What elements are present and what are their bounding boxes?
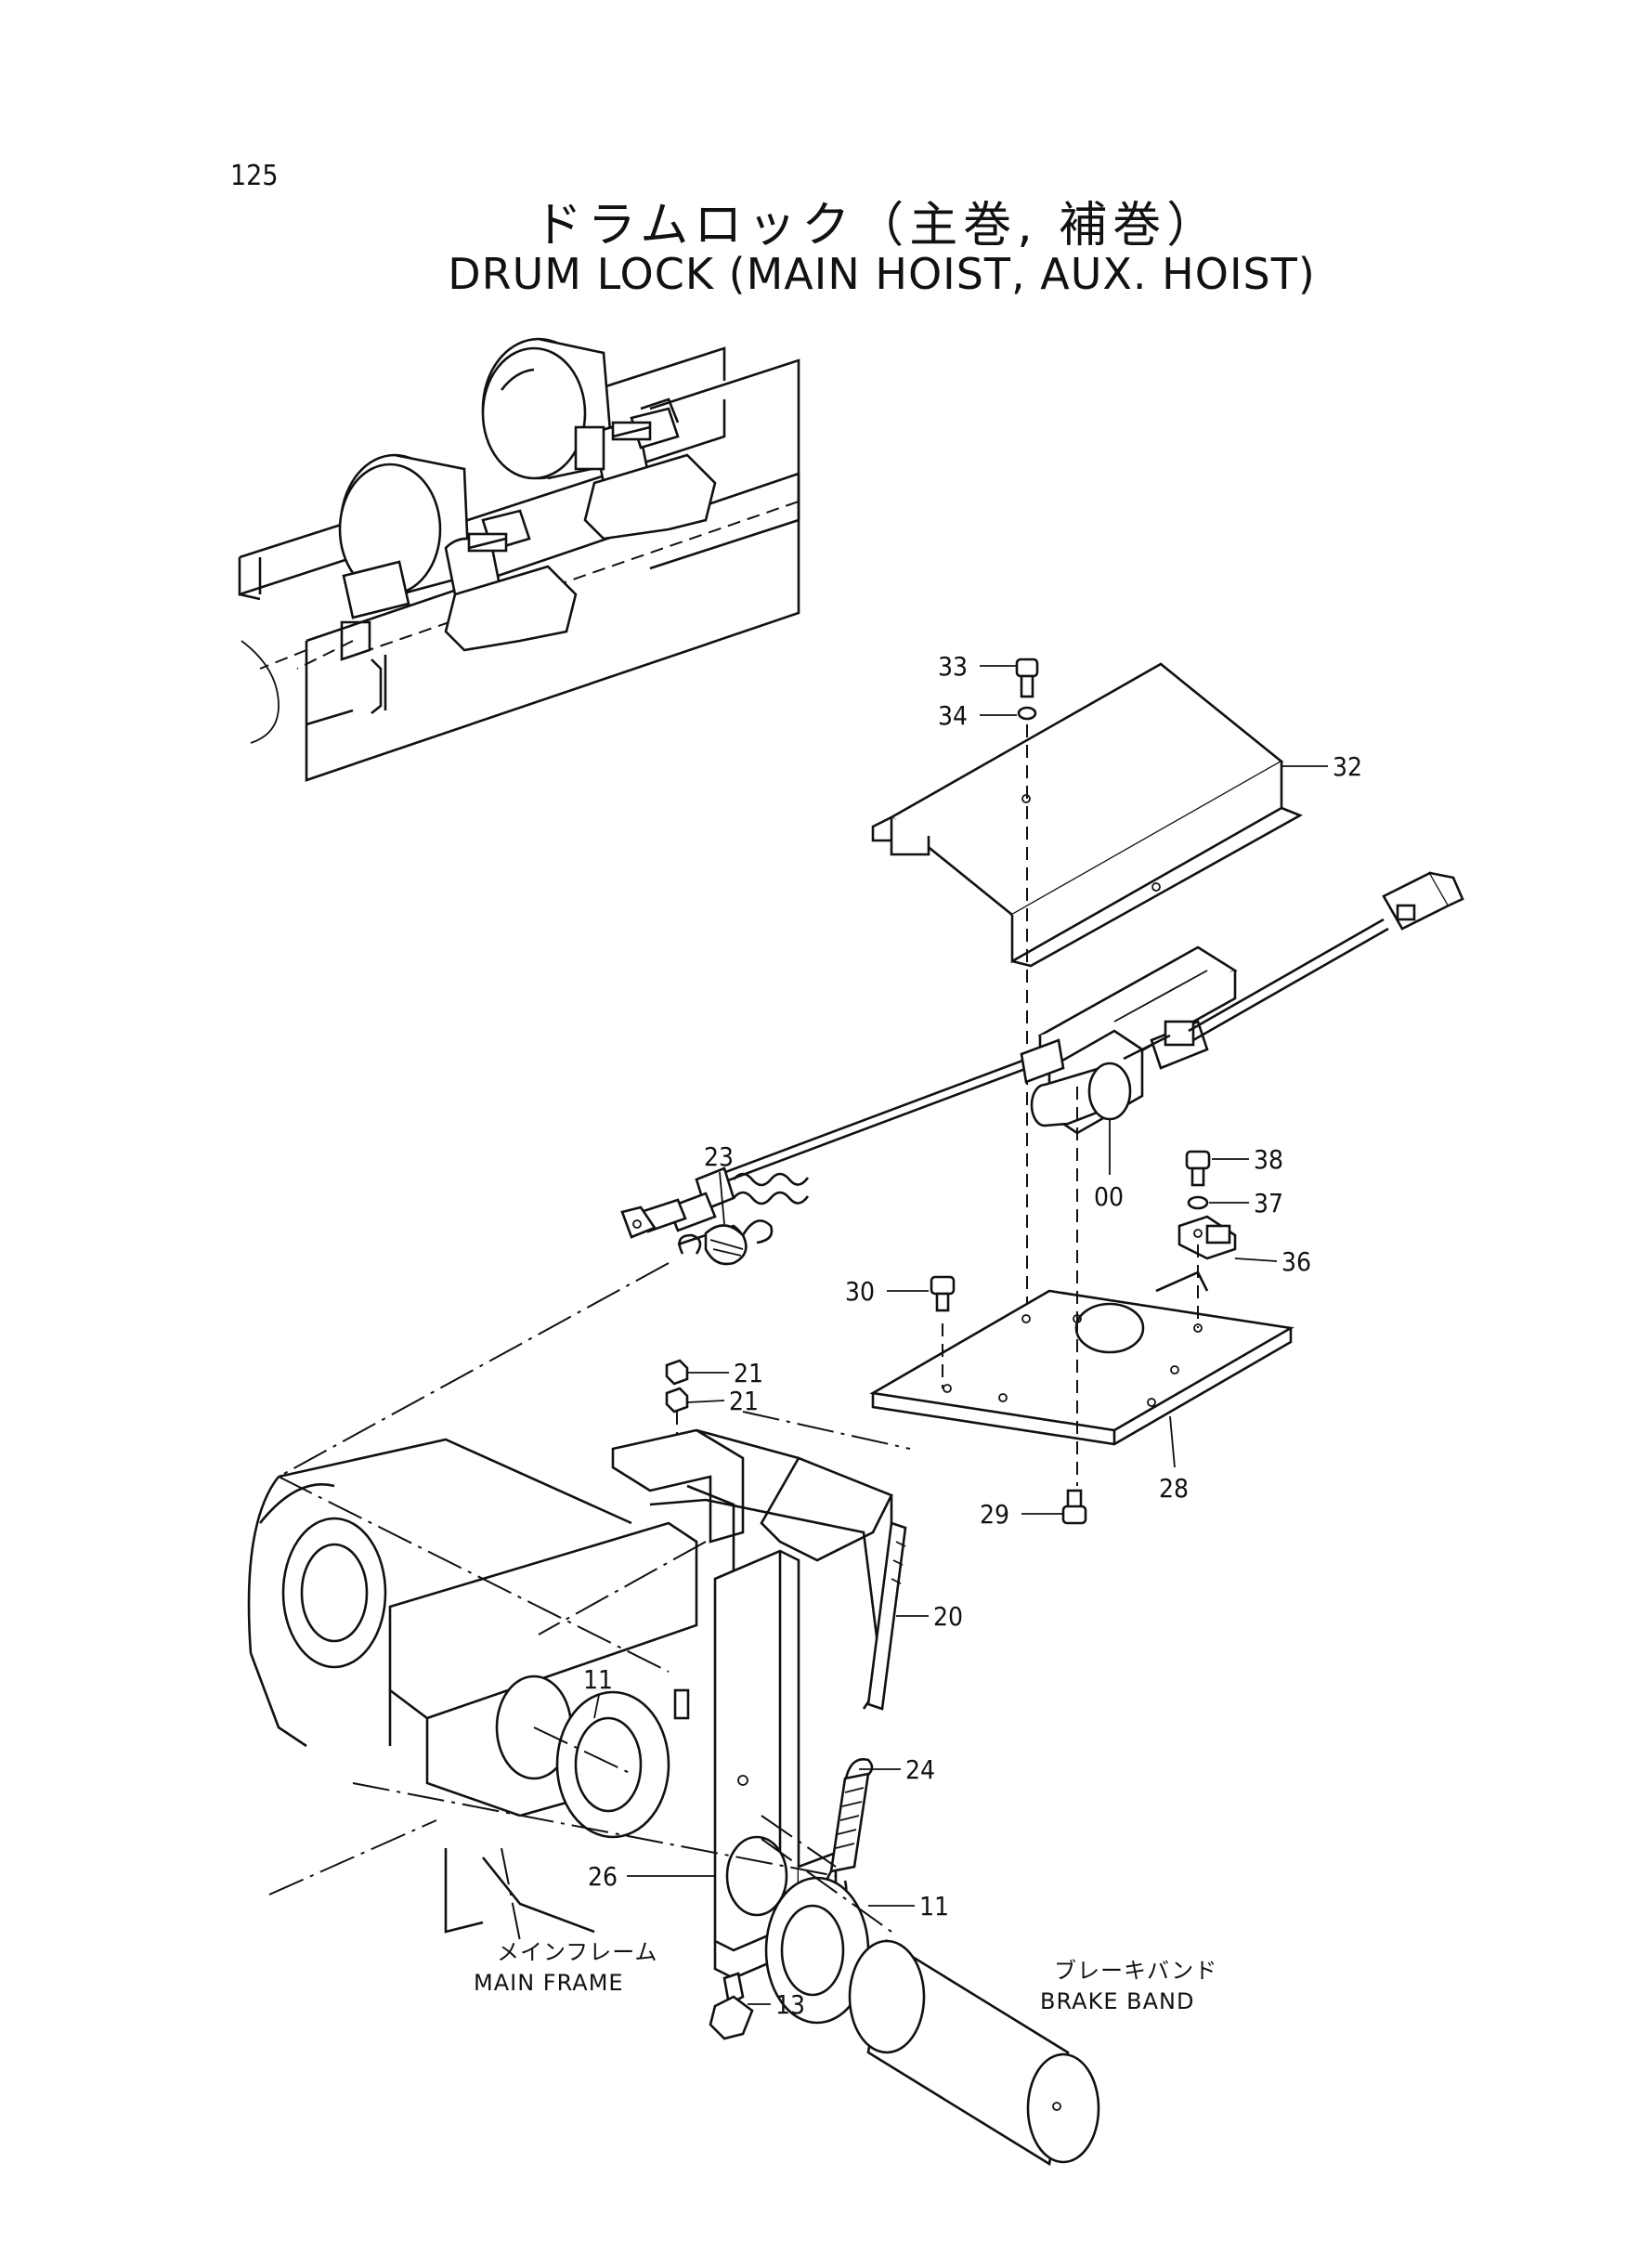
callout-23: 23 [704, 1141, 734, 1225]
svg-text:34: 34 [938, 700, 968, 731]
brake-band-label-jp: ブレーキバンド [1054, 1958, 1217, 1984]
svg-text:32: 32 [1333, 751, 1362, 782]
svg-text:36: 36 [1281, 1246, 1311, 1277]
brake-band-shaft [848, 1938, 1100, 2167]
callout-21a: 21 [687, 1358, 763, 1388]
svg-text:21: 21 [729, 1386, 759, 1416]
svg-text:23: 23 [704, 1141, 734, 1172]
callout-30: 30 [845, 1276, 929, 1307]
callout-32: 32 [1281, 751, 1362, 782]
bolt-part-30 [930, 1275, 956, 1312]
title-japanese: ドラムロック（主巻, 補巻） [533, 198, 1221, 254]
callout-11b: 11 [868, 1891, 949, 1922]
callout-38: 38 [1212, 1144, 1283, 1175]
control-cable [620, 1038, 1065, 1239]
svg-text:37: 37 [1254, 1188, 1283, 1218]
main-frame-label-jp: メインフレーム [497, 1939, 658, 1965]
spring-part-23 [677, 1219, 774, 1266]
callout-29: 29 [980, 1499, 1063, 1530]
svg-text:33: 33 [938, 651, 968, 682]
page-number: 125 [230, 160, 279, 192]
svg-text:38: 38 [1254, 1144, 1283, 1175]
bolt-part-38 [1185, 1150, 1211, 1187]
callout-36: 36 [1234, 1246, 1311, 1277]
main-frame-label-en: MAIN FRAME [474, 1970, 624, 1996]
bolt-part-33 [1015, 658, 1039, 721]
bolt-part-29 [1061, 1489, 1087, 1525]
svg-text:13: 13 [775, 1989, 805, 2020]
svg-text:11: 11 [919, 1891, 949, 1922]
callout-28: 28 [1159, 1415, 1189, 1504]
brake-band-label-en: BRAKE BAND [1040, 1988, 1194, 2014]
title-english: DRUM LOCK (MAIN HOIST, AUX. HOIST) [448, 249, 1316, 299]
callout-13: 13 [748, 1989, 805, 2020]
svg-text:21: 21 [734, 1358, 763, 1388]
callout-26: 26 [588, 1861, 715, 1892]
callout-21b: 21 [686, 1386, 759, 1416]
bracket-part-36 [1177, 1215, 1237, 1260]
callout-34: 34 [938, 700, 1017, 731]
svg-text:26: 26 [588, 1861, 618, 1892]
actuator-motor-part-00 [1030, 871, 1464, 1135]
base-plate-part-28 [869, 1270, 1294, 1446]
svg-text:00: 00 [1094, 1181, 1124, 1212]
svg-text:11: 11 [583, 1664, 613, 1695]
svg-text:28: 28 [1159, 1473, 1189, 1504]
cover-part-32 [871, 662, 1304, 968]
svg-text:24: 24 [905, 1754, 935, 1785]
callout-37: 37 [1209, 1188, 1283, 1218]
svg-text:29: 29 [980, 1499, 1009, 1530]
overview-winch-illustration [238, 337, 800, 782]
callout-20: 20 [896, 1601, 963, 1632]
svg-text:20: 20 [933, 1601, 963, 1632]
nut-part-21 [665, 1359, 689, 1414]
callout-33: 33 [938, 651, 1017, 682]
callout-00: 00 [1094, 1119, 1124, 1212]
callout-24: 24 [859, 1754, 935, 1785]
svg-text:30: 30 [845, 1276, 875, 1307]
callout-11a: 11 [583, 1664, 613, 1719]
